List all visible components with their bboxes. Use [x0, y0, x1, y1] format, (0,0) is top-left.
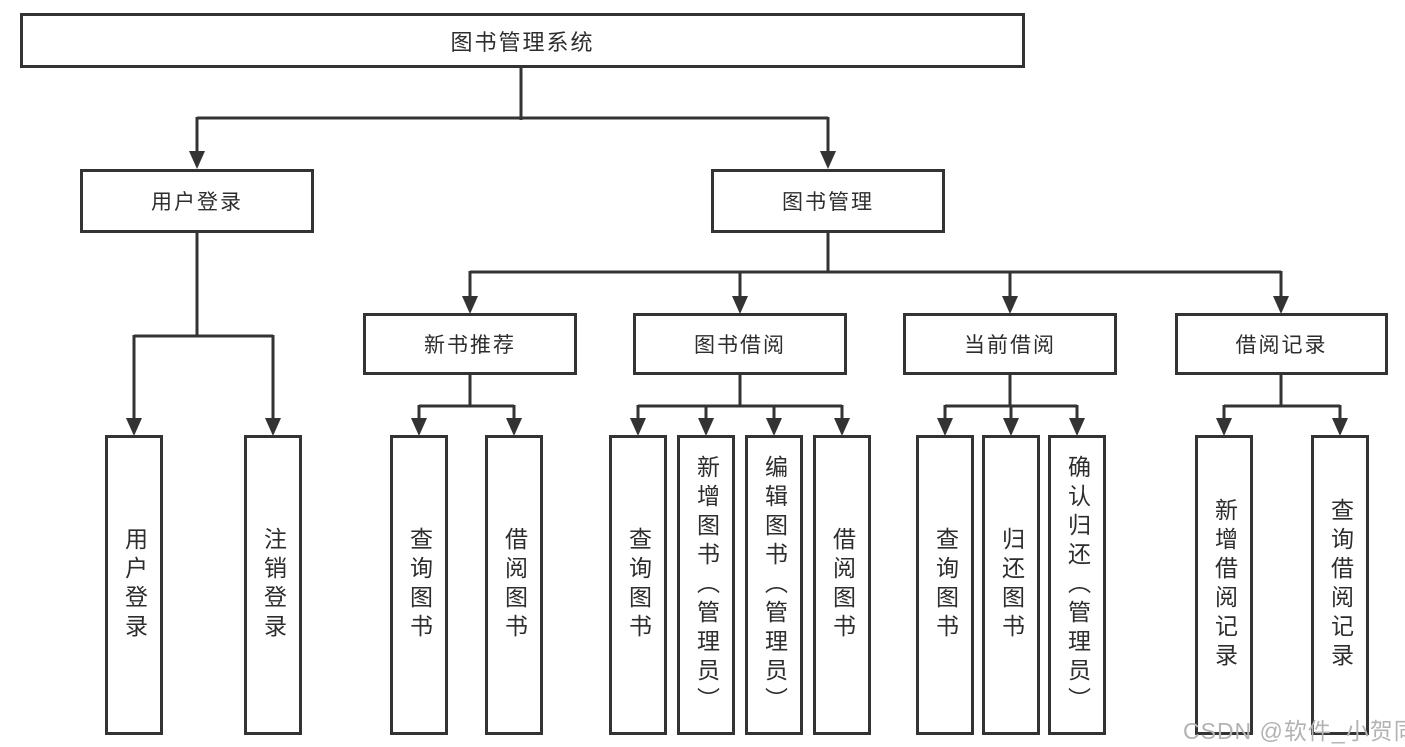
node-leaf-add-borrow-record-label: 新增借阅记录: [1211, 498, 1238, 672]
csdn-watermark: CSDN @软件_小贺同学: [1183, 718, 1405, 744]
node-leaf-query-books-recommend-label: 查询图书: [406, 527, 433, 643]
node-leaf-logout-label: 注销登录: [260, 527, 287, 643]
node-leaf-borrow-books: 借阅图书: [813, 435, 871, 735]
node-new-book-recommend: 新书推荐: [363, 313, 577, 375]
node-book-borrow: 图书借阅: [633, 313, 847, 375]
node-borrow-records: 借阅记录: [1175, 313, 1388, 375]
node-leaf-return-books-label: 归还图书: [998, 527, 1025, 643]
node-leaf-borrow-books-recommend: 借阅图书: [485, 435, 543, 735]
node-leaf-query-books-current-label: 查询图书: [932, 527, 959, 643]
node-book-management-label: 图书管理: [782, 191, 874, 214]
node-leaf-borrow-books-recommend-label: 借阅图书: [501, 527, 528, 643]
node-user-login-label: 用户登录: [151, 191, 243, 214]
node-leaf-query-books-borrow: 查询图书: [609, 435, 667, 735]
node-book-borrow-label: 图书借阅: [694, 334, 786, 357]
node-leaf-add-books-admin-label: 新增图书（管理员）: [693, 454, 720, 716]
node-leaf-user-login: 用户登录: [105, 435, 163, 735]
node-leaf-add-books-admin: 新增图书（管理员）: [677, 435, 735, 735]
node-leaf-add-borrow-record: 新增借阅记录: [1195, 435, 1253, 735]
node-leaf-logout: 注销登录: [244, 435, 302, 735]
node-leaf-confirm-return-admin-label: 确认归还（管理员）: [1064, 454, 1091, 716]
node-leaf-query-books-borrow-label: 查询图书: [625, 527, 652, 643]
node-leaf-query-books-current: 查询图书: [916, 435, 974, 735]
node-borrow-records-label: 借阅记录: [1235, 334, 1328, 357]
node-new-book-recommend-label: 新书推荐: [424, 334, 516, 357]
node-current-borrow-label: 当前借阅: [964, 334, 1056, 357]
node-library-management-system-label: 图书管理系统: [450, 29, 595, 55]
node-book-management: 图书管理: [711, 169, 945, 233]
node-leaf-query-borrow-record-label: 查询借阅记录: [1327, 498, 1354, 672]
node-leaf-confirm-return-admin: 确认归还（管理员）: [1048, 435, 1106, 735]
node-leaf-edit-books-admin: 编辑图书（管理员）: [745, 435, 803, 735]
node-leaf-borrow-books-label: 借阅图书: [829, 527, 856, 643]
node-leaf-query-books-recommend: 查询图书: [390, 435, 448, 735]
node-current-borrow: 当前借阅: [903, 313, 1117, 375]
node-leaf-query-borrow-record: 查询借阅记录: [1311, 435, 1369, 735]
node-library-management-system: 图书管理系统: [20, 13, 1025, 68]
node-user-login: 用户登录: [80, 169, 314, 233]
node-leaf-edit-books-admin-label: 编辑图书（管理员）: [761, 454, 788, 716]
node-leaf-return-books: 归还图书: [982, 435, 1040, 735]
node-leaf-user-login-label: 用户登录: [121, 527, 148, 643]
